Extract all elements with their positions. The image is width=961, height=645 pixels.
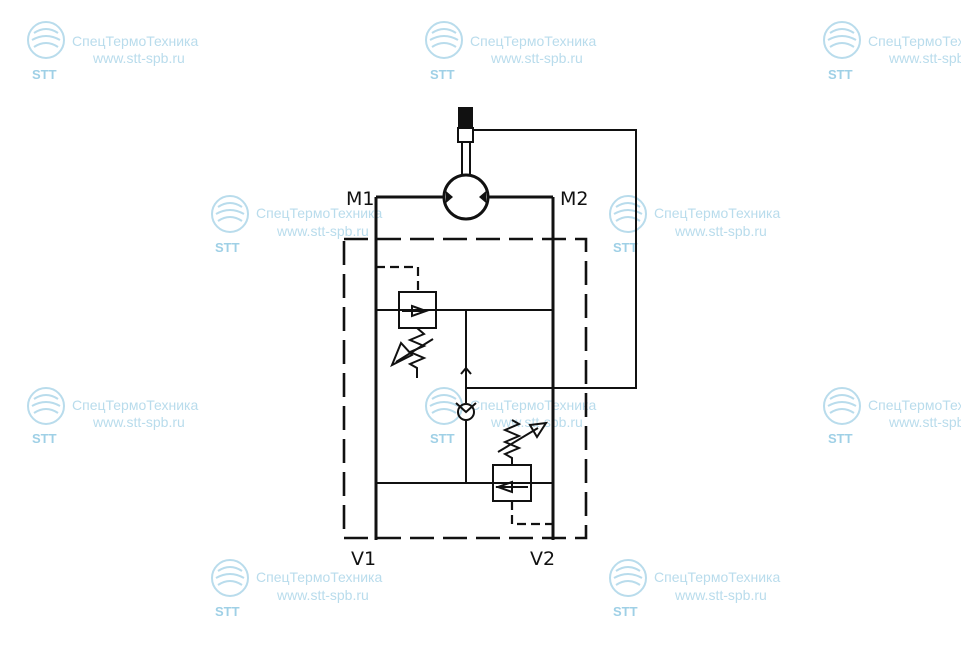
adjust-lower-arrow — [497, 427, 539, 453]
watermark-brand: СпецТермоТехника — [470, 33, 596, 49]
watermark-brand: СпецТермоТехника — [256, 205, 382, 221]
stt-logo-icon — [609, 559, 647, 597]
shuttle-arrow-icon — [460, 366, 472, 375]
watermark-logo-text: STT — [32, 67, 57, 82]
watermark-logo-text: STT — [215, 604, 240, 619]
watermark-brand: СпецТермоТехника — [654, 569, 780, 585]
watermark: STT СпецТермоТехника www.stt-spb.ru — [823, 21, 961, 82]
adjust-upper-arrow — [395, 338, 434, 363]
watermark: STT СпецТермоТехника www.stt-spb.ru — [609, 195, 780, 255]
stt-logo-icon — [425, 21, 463, 59]
watermark-brand: СпецТермоТехника — [256, 569, 382, 585]
watermark-url: www.stt-spb.ru — [92, 414, 185, 430]
adjust-upper-arrow-icon — [390, 341, 414, 368]
check-seat-icon — [455, 402, 477, 414]
motor-shaft — [461, 142, 471, 175]
spring-lower-icon — [502, 419, 522, 465]
watermark-url: www.stt-spb.ru — [276, 223, 369, 239]
pilot-line-lower — [510, 501, 553, 526]
brake-housing — [457, 127, 474, 143]
watermark-brand: СпецТермоТехника — [868, 397, 961, 413]
watermark-url: www.stt-spb.ru — [276, 587, 369, 603]
hydraulic-motor — [442, 107, 490, 221]
schematic: M1 M2 V1 V2 — [342, 107, 637, 570]
watermark-logo-text: STT — [613, 240, 638, 255]
watermark: STT СпецТермоТехника www.stt-spb.ru — [823, 387, 961, 446]
watermark-logo-text: STT — [828, 67, 853, 82]
watermark-brand: СпецТермоТехника — [654, 205, 780, 221]
watermark-logo-text: STT — [215, 240, 240, 255]
stt-logo-icon — [27, 387, 65, 425]
watermark: STT СпецТермоТехника www.stt-spb.ru — [27, 387, 198, 446]
watermark: STT СпецТермоТехника www.stt-spb.ru — [425, 21, 596, 82]
watermark-layer: STT СпецТермоТехника www.stt-spb.ru STT … — [27, 21, 961, 619]
watermark-url: www.stt-spb.ru — [490, 414, 583, 430]
watermark: STT СпецТермоТехника www.stt-spb.ru — [211, 559, 382, 619]
relief-valve-lower-arrow-icon — [495, 480, 513, 494]
watermark-url: www.stt-spb.ru — [490, 50, 583, 66]
watermark-brand: СпецТермоТехника — [72, 397, 198, 413]
valve-block-outline — [342, 237, 588, 540]
watermark: STT СпецТермоТехника www.stt-spb.ru — [609, 559, 780, 619]
relief-valve-lower — [492, 419, 553, 526]
relief-valve-upper-arrow-icon — [411, 304, 429, 318]
port-label-m1: M1 — [346, 188, 374, 210]
stt-logo-icon — [609, 195, 647, 233]
watermark-logo-text: STT — [32, 431, 57, 446]
relief-valve-upper — [376, 265, 437, 378]
stt-logo-icon — [211, 559, 249, 597]
adjust-lower-arrow-icon — [528, 421, 548, 439]
watermark-logo-text: STT — [430, 431, 455, 446]
watermark: STT СпецТермоТехника www.stt-spb.ru — [211, 195, 382, 255]
watermark-logo-text: STT — [828, 431, 853, 446]
port-label-v1: V1 — [351, 548, 376, 570]
watermark-url: www.stt-spb.ru — [674, 223, 767, 239]
pilot-line-upper — [376, 265, 420, 292]
watermark-url: www.stt-spb.ru — [888, 50, 961, 66]
check-ball-icon — [457, 403, 475, 421]
port-label-m2: M2 — [560, 188, 588, 210]
motor-port-right-icon — [479, 191, 486, 203]
motor-port-left-icon — [446, 191, 453, 203]
stt-logo-icon — [425, 387, 463, 425]
stt-logo-icon — [211, 195, 249, 233]
watermark-url: www.stt-spb.ru — [92, 50, 185, 66]
watermark-url: www.stt-spb.ru — [888, 414, 961, 430]
stt-logo-icon — [823, 387, 861, 425]
watermark: STT СпецТермоТехника www.stt-spb.ru — [425, 387, 596, 446]
watermark-brand: СпецТермоТехника — [72, 33, 198, 49]
watermark-url: www.stt-spb.ru — [674, 587, 767, 603]
brake-actuator — [458, 107, 473, 128]
watermark: STT СпецТермоТехника www.stt-spb.ru — [27, 21, 198, 82]
watermark-logo-text: STT — [430, 67, 455, 82]
watermark-logo-text: STT — [613, 604, 638, 619]
port-label-v2: V2 — [530, 548, 555, 570]
motor-circle — [442, 173, 490, 221]
stt-logo-icon — [27, 21, 65, 59]
watermark-brand: СпецТермоТехника — [470, 397, 596, 413]
watermark-brand: СпецТермоТехника — [868, 33, 961, 49]
stt-logo-icon — [823, 21, 861, 59]
